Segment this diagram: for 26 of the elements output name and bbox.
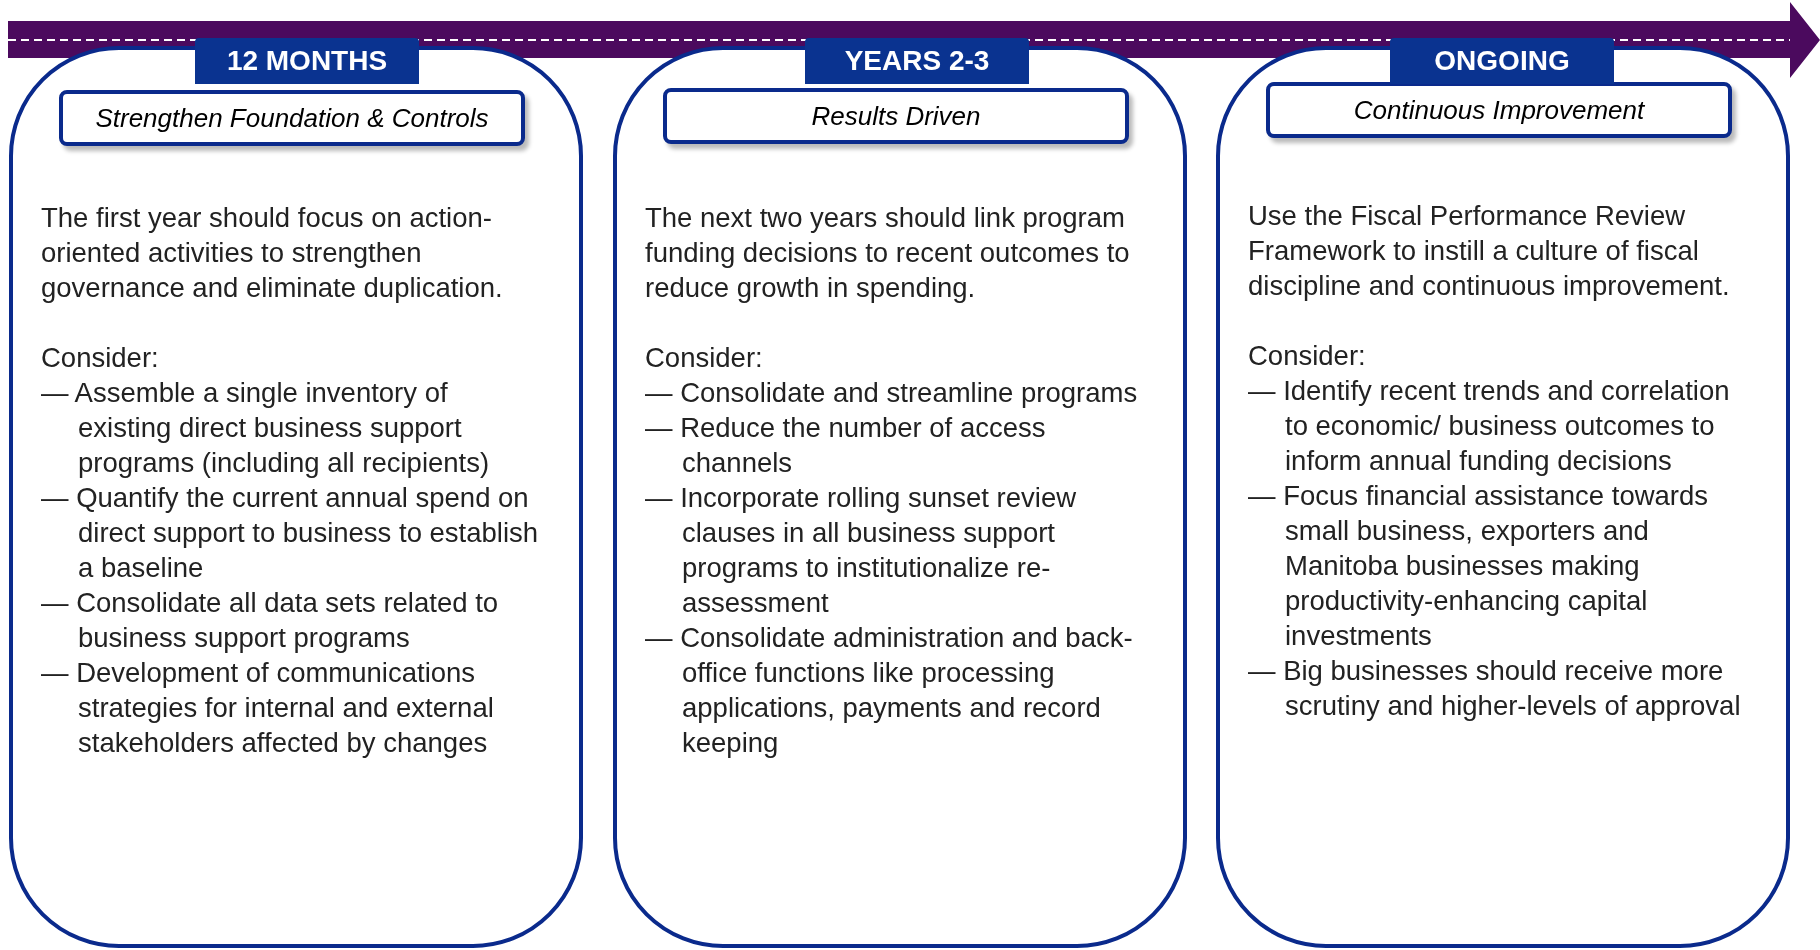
consider-heading: Consider: [41, 341, 160, 375]
phase-panel [1216, 46, 1790, 948]
bullet-item: — Development of communications strategies for internal and external stakeholders affected by changes [41, 656, 495, 760]
bullet-item: — Quantify the current annual spend on direct support to business to establish a baseline [41, 481, 540, 585]
bullet-item: — Assemble a single inventory of existing direct business support programs (including all recipients) [41, 376, 491, 480]
phase-subtitle: Continuous Improvement [1266, 82, 1732, 138]
phase-tab: YEARS 2-3 [805, 38, 1029, 84]
bullet-item: — Incorporate rolling sunset review clauses in all business support programs to institutionalize re-assessment [645, 481, 1078, 620]
description-text: The next two years should link program funding decisions to recent outcomes to reduce growth in spending. [645, 201, 1131, 305]
bullet-item: — Consolidate administration and back-office functions like processing applications, payments and record keeping [645, 621, 1134, 760]
consider-heading: Consider: [645, 341, 764, 375]
description-text: The first year should focus on action-oriented activities to strengthen governance and eliminate duplication. [41, 201, 504, 305]
phase-tab: ONGOING [1390, 38, 1614, 84]
phase-subtitle: Results Driven [663, 88, 1129, 144]
phase-tab: 12 MONTHS [195, 38, 419, 84]
description-text: Use the Fiscal Performance Review Framework to instill a culture of fiscal discipline and continuous improvement. [1248, 199, 1731, 303]
bullet-item: — Consolidate and streamline programs [645, 376, 1139, 410]
bullet-item: — Consolidate all data sets related to business support programs [41, 586, 500, 655]
phase-panel [613, 46, 1187, 948]
phase-panel [9, 46, 583, 948]
phase-subtitle: Strengthen Foundation & Controls [59, 90, 525, 146]
bullet-item: — Big businesses should receive more scrutiny and higher-levels of approval [1248, 654, 1742, 723]
bullet-item: — Reduce the number of access channels [645, 411, 1047, 480]
bullet-item: — Focus financial assistance towards small business, exporters and Manitoba businesses making productivity-enhancing capital investments [1248, 479, 1710, 653]
bullet-item: — Identify recent trends and correlation to economic/ business outcomes to inform annual funding decisions [1248, 374, 1731, 478]
consider-heading: Consider: [1248, 339, 1367, 373]
